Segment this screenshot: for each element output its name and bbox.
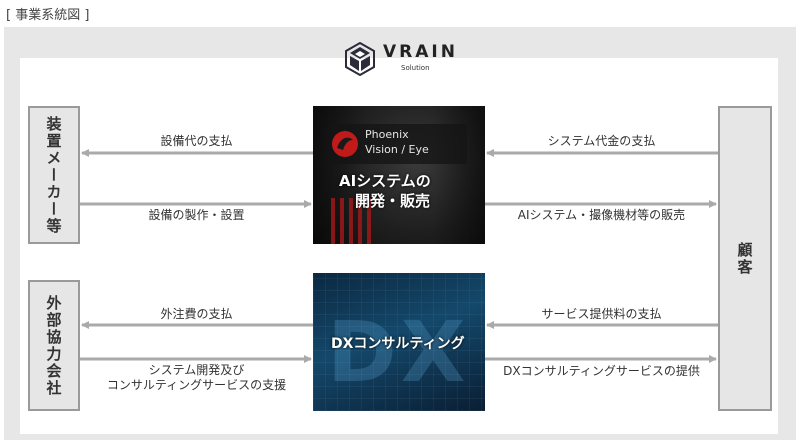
ai-panel-title-line2: 開発・販売	[355, 192, 431, 210]
customer-label: 顧客	[735, 241, 754, 276]
vrain-mark-icon	[345, 42, 375, 76]
partner-label: 外部協力会社	[44, 294, 63, 397]
label-system-payment: システム代金の支払	[547, 134, 656, 148]
partner-box: 外部協力会社	[28, 280, 80, 411]
dx-grid-lines	[313, 273, 485, 411]
ai-panel-title-line1: AIシステムの	[339, 172, 431, 190]
vrain-logo: VRAIN Solution	[343, 40, 463, 80]
logo-name: VRAIN	[383, 42, 458, 62]
manufacturer-label: 装置メーカー等	[44, 115, 63, 235]
ai-system-panel: Phoenix Vision / Eye AIシステムの 開発・販売	[313, 106, 485, 244]
manufacturer-box: 装置メーカー等	[28, 106, 80, 244]
phoenix-brand-line1: Phoenix	[365, 128, 409, 141]
label-equipment-install: 設備の製作・設置	[148, 208, 245, 222]
label-dx-service: DXコンサルティングサービスの提供	[503, 364, 700, 378]
dx-background-letters: DX	[327, 303, 470, 401]
label-dev-support-line1: システム開発及び	[148, 363, 245, 377]
phoenix-brand-line2: Vision / Eye	[365, 143, 429, 156]
dx-panel-title: DXコンサルティング	[331, 336, 465, 352]
phoenix-bird-icon	[332, 131, 358, 157]
label-outsourcing-payment: 外注費の支払	[160, 307, 233, 321]
diagram-title: [ 事業系統図 ]	[6, 8, 90, 23]
dx-consulting-panel: DX DXコンサルティング	[313, 273, 485, 411]
label-service-payment: サービス提供料の支払	[541, 307, 662, 321]
label-dev-support-line2: コンサルティングサービスの支援	[106, 378, 287, 392]
logo-subtitle: Solution	[401, 64, 430, 72]
label-system-sales: AIシステム・撮像機材等の販売	[517, 208, 686, 222]
label-equipment-payment: 設備代の支払	[160, 134, 233, 148]
customer-box: 顧客	[718, 106, 772, 411]
ai-panel-red-bars	[331, 198, 371, 244]
